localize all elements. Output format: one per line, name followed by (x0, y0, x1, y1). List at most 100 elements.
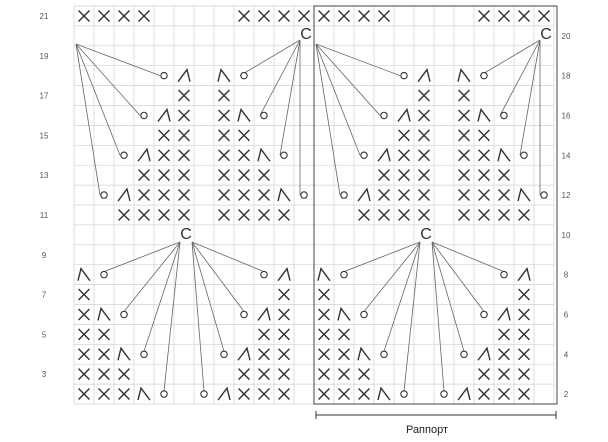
cross-stitch-symbol (278, 388, 290, 401)
cross-stitch-symbol (338, 368, 350, 381)
row-number-left: 19 (40, 52, 49, 61)
cross-stitch-symbol (498, 348, 510, 361)
yarn-over-symbol (520, 151, 528, 160)
leader-line (315, 43, 401, 77)
cross-stitch-symbol (498, 189, 510, 202)
cross-stitch-symbol (238, 388, 250, 401)
cross-stitch-symbol (318, 348, 330, 361)
cross-stitch-symbol (398, 129, 410, 142)
cross-stitch-symbol (138, 208, 150, 221)
cross-stitch-symbol (358, 9, 370, 22)
cross-stitch-symbol (218, 189, 230, 202)
leader-line (191, 241, 265, 273)
left-decrease-symbol (217, 386, 231, 401)
cross-stitch-symbol (78, 328, 90, 341)
cross-stitch-symbol (218, 149, 230, 162)
cross-stitch-symbol (518, 388, 530, 401)
cross-stitch-symbol (258, 9, 270, 22)
row-number-right: 16 (562, 111, 571, 120)
leader-line (479, 39, 541, 76)
yarn-over-symbol (500, 270, 508, 279)
cross-stitch-symbol (378, 9, 390, 22)
left-decrease-symbol (377, 147, 391, 162)
yarn-over-symbol (160, 71, 168, 80)
cross-stitch-symbol (478, 9, 490, 22)
right-decrease-symbol (77, 267, 91, 282)
cross-stitch-symbol (238, 368, 250, 381)
yarn-over-symbol (480, 310, 488, 319)
right-decrease-symbol (117, 346, 131, 361)
cross-stitch-symbol (458, 149, 470, 162)
cross-stitch-symbol (298, 9, 310, 22)
yarn-over-symbol (540, 191, 548, 199)
cross-stitch-symbol (78, 288, 90, 301)
cross-stitch-symbol (98, 328, 110, 341)
cross-stitch-symbol (518, 208, 530, 221)
cross-stitch-symbol (358, 368, 370, 381)
left-decrease-symbol (137, 147, 151, 162)
left-decrease-symbol (497, 306, 511, 321)
cross-stitch-symbol (138, 169, 150, 182)
cross-stitch-symbol (258, 189, 270, 202)
cross-stitch-symbol (518, 348, 530, 361)
right-decrease-symbol (317, 267, 331, 282)
cross-stitch-symbol (458, 109, 470, 122)
row-number-left: 9 (42, 251, 47, 260)
cross-stitch-symbol (98, 348, 110, 361)
yarn-over-symbol (140, 350, 148, 358)
yarn-over-symbol (500, 111, 508, 120)
cross-stitch-symbol (318, 368, 330, 381)
cross-stitch-symbol (518, 288, 530, 301)
leader-line (239, 39, 301, 76)
right-decrease-symbol (457, 68, 471, 83)
yarn-over-symbol (340, 191, 348, 199)
right-decrease-symbol (337, 306, 351, 321)
yarn-over-symbol (100, 191, 108, 199)
cross-stitch-symbol (498, 328, 510, 341)
cross-stitch-symbol (518, 368, 530, 381)
cross-stitch-symbol (238, 169, 250, 182)
cross-stitch-symbol (378, 169, 390, 182)
row-number-right: 4 (564, 350, 569, 359)
cross-stitch-symbol (118, 368, 130, 381)
cross-stitch-symbol (158, 129, 170, 142)
cross-stitch-symbol (458, 89, 470, 102)
cross-stitch-symbol (318, 388, 330, 401)
leader-line (191, 241, 225, 352)
cross-stitch-symbol (98, 9, 110, 22)
leader-line (163, 241, 181, 392)
cross-stitch-symbol (78, 9, 90, 22)
cross-stitch-symbol (418, 149, 430, 162)
cross-stitch-symbol (418, 169, 430, 182)
leader-line (403, 241, 421, 392)
yarn-over-symbol (300, 191, 308, 199)
cross-stitch-symbol (178, 189, 190, 202)
cross-stitch-symbol (218, 89, 230, 102)
cross-stitch-symbol (218, 169, 230, 182)
yarn-over-symbol (480, 71, 488, 80)
leader-line (191, 241, 205, 392)
cross-stitch-symbol (318, 328, 330, 341)
row-number-right: 2 (564, 390, 569, 399)
leader-line (143, 241, 181, 352)
leader-line (499, 39, 541, 116)
cross-stitch-symbol (78, 308, 90, 321)
cross-stitch-symbol (218, 109, 230, 122)
cross-stitch-symbol (178, 149, 190, 162)
row-number-right: 6 (564, 310, 569, 319)
leader-line (315, 43, 381, 116)
left-decrease-symbol (257, 306, 271, 321)
cross-stitch-symbol (118, 388, 130, 401)
leader-line (191, 241, 245, 312)
cross-stitch-symbol (418, 189, 430, 202)
right-decrease-symbol (497, 147, 511, 162)
repeat-box (313, 5, 558, 405)
cross-stitch-symbol (398, 189, 410, 202)
cross-stitch-symbol (518, 308, 530, 321)
cross-stitch-symbol (118, 9, 130, 22)
cross-stitch-symbol (278, 9, 290, 22)
repeat-label: Раппорт (406, 424, 448, 436)
cross-stitch-symbol (418, 89, 430, 102)
leader-line (431, 241, 485, 312)
yarn-over-symbol (380, 350, 388, 358)
